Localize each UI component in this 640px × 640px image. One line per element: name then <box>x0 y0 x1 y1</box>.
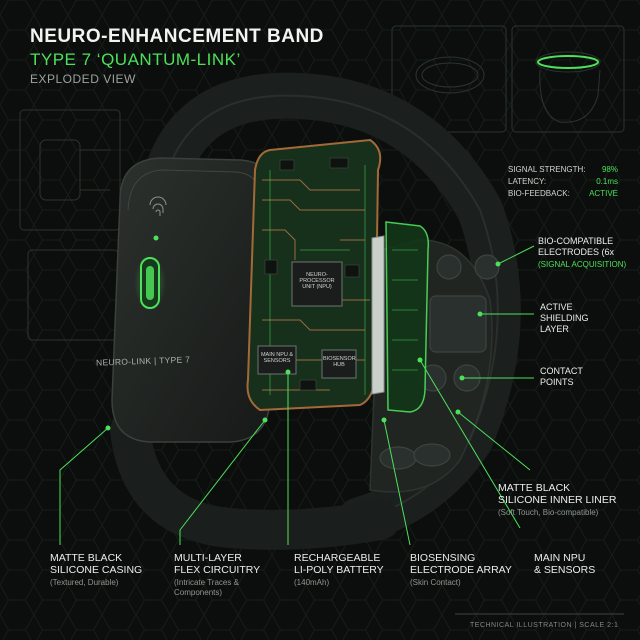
view-label: EXPLODED VIEW <box>30 72 136 86</box>
npu-chip <box>291 261 343 307</box>
npu-chip-label: NEURO-PROCESSOR UNIT (NPU) <box>299 272 335 290</box>
label-flex-circuitry: MULTI-LAYER FLEX CIRCUITRY (Intricate Tr… <box>174 552 261 597</box>
hub-chip-label: BIOSENSOR HUB <box>323 356 356 368</box>
biosensor-hub-chip <box>321 349 357 379</box>
circuit-traces <box>262 179 370 391</box>
smd-components <box>264 157 360 391</box>
label-contact-points: CONTACT POINTS <box>540 366 583 387</box>
fingerprint-icon <box>149 196 167 216</box>
stats-readout: SIGNAL STRENGTH:98% LATENCY:0.1ms BIO-FE… <box>508 164 618 200</box>
strap-bottom <box>110 410 400 550</box>
page-subtitle: TYPE 7 ‘QUANTUM-LINK’ <box>30 50 241 69</box>
status-led-icon <box>153 235 159 241</box>
leader-lines <box>59 245 535 546</box>
footer-caption: TECHNICAL ILLUSTRATION | SCALE 2:1 <box>470 622 619 629</box>
headband-glow <box>537 55 599 69</box>
stat-row: BIO-FEEDBACK:ACTIVE <box>508 189 618 198</box>
sensor-chip-label: MAIN NPU & SENSORS <box>260 352 294 364</box>
label-main-npu: MAIN NPU & SENSORS <box>534 552 596 576</box>
electrode-pads <box>379 254 500 470</box>
sensor-chip <box>257 345 297 375</box>
label-biosensing: BIOSENSING ELECTRODE ARRAY (Skin Contact… <box>410 552 512 587</box>
leader-dots <box>105 261 501 431</box>
stat-row: SIGNAL STRENGTH:98% <box>508 165 618 174</box>
label-battery: RECHARGEABLE LI-POLY BATTERY (140mAh) <box>294 552 384 587</box>
label-shielding: ACTIVE SHIELDING LAYER <box>540 302 589 334</box>
battery-slab <box>371 235 385 395</box>
label-inner-liner: MATTE BLACK SILICONE INNER LINER (Soft T… <box>498 482 617 517</box>
label-electrodes: BIO-COMPATIBLE ELECTRODES (6x (SIGNAL AC… <box>538 236 627 269</box>
page-title: NEURO-ENHANCEMENT BAND <box>30 26 324 47</box>
blueprint-sketches <box>19 25 625 341</box>
shielding-layer <box>385 221 430 413</box>
stat-row: LATENCY:0.1ms <box>508 177 618 186</box>
label-casing: MATTE BLACK SILICONE CASING (Textured, D… <box>50 552 143 587</box>
